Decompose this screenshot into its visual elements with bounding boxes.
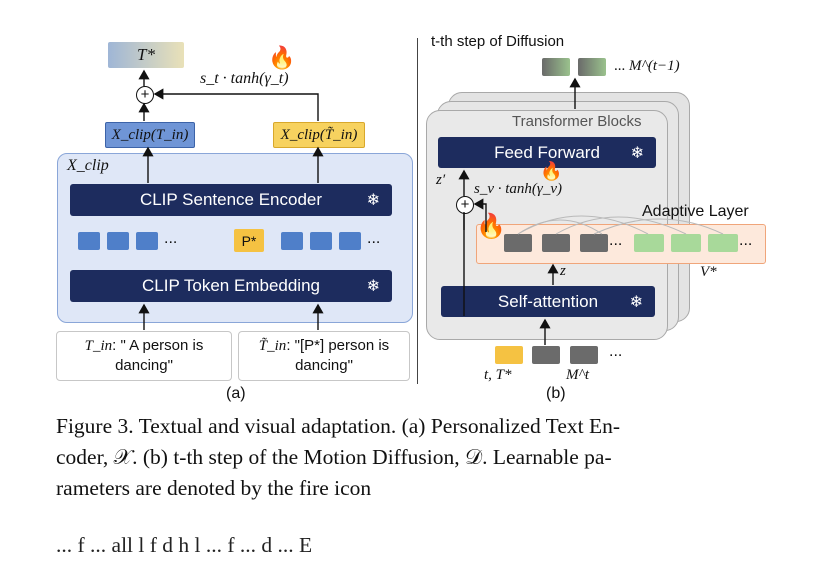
clip-feature-left-label: X_clip(T_in) <box>111 126 189 143</box>
input-motion-square <box>532 346 560 364</box>
output-m-label: M^(t−1) <box>629 58 680 74</box>
clip-sentence-encoder-block: CLIP Sentence Encoder ❄ <box>70 184 392 216</box>
clip-feature-right-label: X_clip(T̃_in) <box>280 126 358 143</box>
input-left-symbol: T_in <box>84 338 113 354</box>
adaptive-ellipsis-left: ... <box>609 232 623 249</box>
visual-scale-label: s_v · tanh(γ_v) <box>474 181 562 197</box>
token-square <box>78 232 100 250</box>
input-t-label: t, T* <box>484 367 512 383</box>
encoder-symbol-label: X_clip <box>67 157 109 174</box>
token-square <box>281 232 303 250</box>
input-m-label: M^t <box>566 367 589 383</box>
token-square <box>310 232 332 250</box>
clip-sentence-encoder-label: CLIP Sentence Encoder <box>139 190 323 209</box>
snowflake-icon: ❄ <box>630 144 644 162</box>
input-text-left-box: T_in: " A person is dancing" <box>56 331 232 381</box>
visual-token-square <box>708 234 738 252</box>
v-star-label: V* <box>700 264 717 280</box>
diffusion-step-title-text: t-th step of Diffusion <box>431 33 565 50</box>
figure-caption-line-2: coder, 𝒳. (b) t-th step of the Motion Di… <box>56 445 612 469</box>
clip-token-embedding-label: CLIP Token Embedding <box>142 276 320 295</box>
output-motion-label: ... M^(t−1) <box>614 58 680 75</box>
fire-icon: 🔥 <box>540 161 563 181</box>
input-ellipsis: ... <box>609 343 623 360</box>
snowflake-icon: ❄ <box>366 192 380 209</box>
figure-caption-line-1: Figure 3. Textual and visual adaptation.… <box>56 414 620 438</box>
placeholder-token: P* <box>234 229 264 252</box>
snowflake-icon: ❄ <box>366 278 380 295</box>
token-ellipsis: ... <box>164 230 178 247</box>
transformer-blocks-title: Transformer Blocks <box>512 113 642 130</box>
visual-token-square <box>634 234 664 252</box>
motion-token-square <box>504 234 532 252</box>
output-ellipsis: ... <box>614 58 626 74</box>
z-label: z <box>560 263 566 279</box>
input-motion-square <box>570 346 598 364</box>
feed-forward-label: Feed Forward <box>494 142 600 162</box>
plus-circle-icon: + <box>456 196 474 214</box>
scale-label-text: s_t · tanh(γ_t) <box>200 70 289 87</box>
panel-a-sub-label: (a) <box>226 385 246 402</box>
input-right-symbol: T̃_in <box>258 338 287 354</box>
clip-feature-left-box: X_clip(T_in) <box>105 122 195 148</box>
token-square <box>107 232 129 250</box>
body-text-cut-line: ... f ... all l f d h l ... f ... d ... … <box>56 533 313 557</box>
output-motion-square <box>578 58 606 76</box>
adaptive-layer-label: Adaptive Layer <box>642 203 749 220</box>
output-t-star-label: T* <box>137 45 155 64</box>
clip-token-embedding-block: CLIP Token Embedding ❄ <box>70 270 392 302</box>
output-embedding-box: T* <box>108 42 184 68</box>
token-ellipsis: ... <box>367 230 381 247</box>
panel-b-sub-label: (b) <box>546 385 566 402</box>
figure-caption-line-3: rameters are denoted by the fire icon <box>56 476 372 500</box>
diffusion-step-title: t-th step of Diffusion <box>431 33 564 50</box>
token-square <box>136 232 158 250</box>
token-square <box>339 232 361 250</box>
self-attention-label: Self-attention <box>497 291 599 311</box>
fire-icon: 🔥 <box>268 45 296 70</box>
condition-token-square <box>495 346 523 364</box>
self-attention-block: Self-attention ❄ <box>441 286 655 317</box>
adaptive-ellipsis-right: ... <box>739 232 753 249</box>
motion-token-square <box>542 234 570 252</box>
input-right-text: : "[P*] person is dancing" <box>286 337 390 374</box>
motion-token-square <box>580 234 608 252</box>
output-motion-square <box>542 58 570 76</box>
panel-divider <box>417 38 418 384</box>
z-prime-label: z′ <box>436 172 446 188</box>
placeholder-token-label: P* <box>241 232 257 249</box>
feed-forward-block: Feed Forward ❄ <box>438 137 656 168</box>
snowflake-icon: ❄ <box>629 293 643 311</box>
input-text-right-box: T̃_in: "[P*] person is dancing" <box>238 331 410 381</box>
visual-token-square <box>671 234 701 252</box>
fire-icon: 🔥 <box>476 213 506 240</box>
input-left-text: : " A person is dancing" <box>112 337 204 374</box>
